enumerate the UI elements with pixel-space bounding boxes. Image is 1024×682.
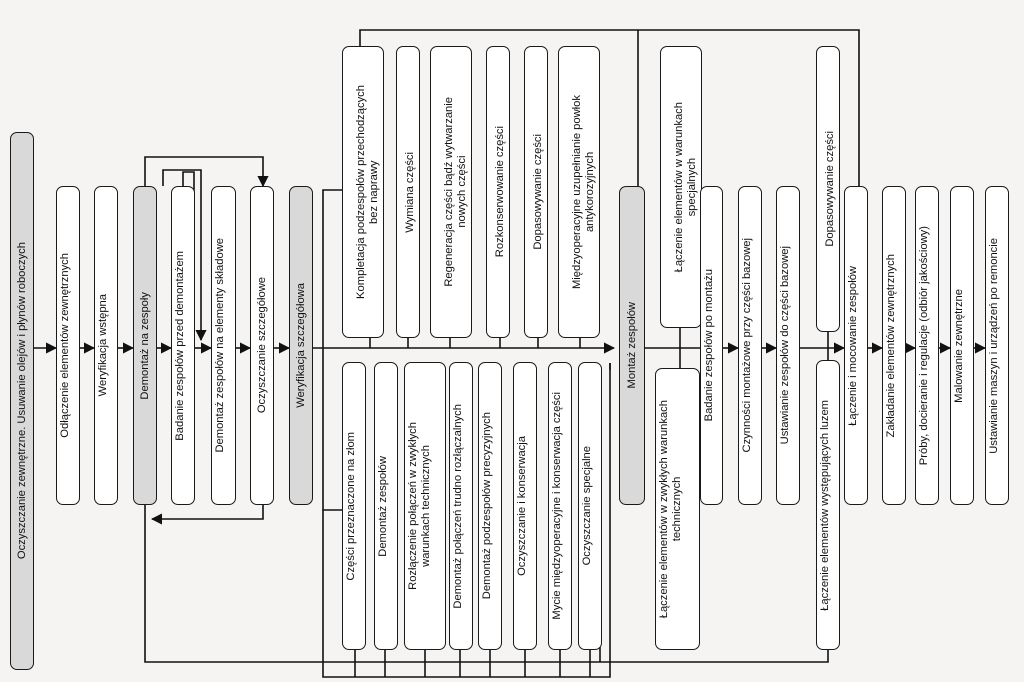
lower-precision-disassembly: Demontaż podzespołów precyzyjnych [478, 362, 502, 650]
step-label: Oczyszczanie specjalne [581, 446, 593, 566]
step-label: Łączenie elementów występujących luzem [819, 399, 831, 611]
bracket-line [322, 348, 342, 511]
loop-arrow [150, 505, 264, 525]
step-label: Łączenie elementów w zwykłych warunkach … [658, 399, 683, 619]
return-line [144, 505, 829, 663]
step-label: Mycie międzyoperacyjne i konserwacja czę… [551, 392, 563, 620]
step-label: Wymiana części [404, 151, 417, 233]
step-disassembly-elements: Demontaż zespołów na elementy składowe [211, 186, 236, 505]
step-label: Łączenie i mocowanie zespołów [847, 265, 859, 426]
loop-arrow [162, 169, 207, 342]
step-label: Rozkonserwowanie części [494, 126, 507, 258]
upper-parts-replacement: Wymiana części [396, 46, 420, 338]
step-unit-assembly: Montaż zespołów [619, 186, 645, 505]
step-label: Demontaż zespołów na elementy składowe [214, 238, 226, 453]
step-label: Regeneracja części bądź wytwarzanie nowy… [443, 97, 469, 287]
lower-hard-disconnection: Demontaż połączeń trudno rozłączalnych [449, 362, 473, 650]
step-label: Weryfikacja wstępna [97, 294, 109, 397]
lower-interoperational-washing: Mycie międzyoperacyjne i konserwacja czę… [548, 362, 572, 650]
step-label: Demontaż połączeń trudno rozłączalnych [452, 403, 464, 609]
lower-special-cleaning: Oczyszczanie specjalne [578, 362, 602, 650]
right-machine-setup: Ustawianie maszyn i urządzeń po remoncie [985, 186, 1009, 505]
step-label: Weryfikacja szczegółowa [294, 283, 307, 408]
step-label: Badanie zespołów przed demontażem [174, 250, 186, 441]
bracket-line [322, 363, 611, 678]
right-base-part-operations: Czynności montażowe przy części bazowej [738, 186, 762, 505]
step-label: Kompletacja podzespołów przechodzących b… [355, 85, 381, 299]
lower-scrap-parts: Części przeznaczone na złom [342, 362, 366, 650]
step-label: Demontaż podzespołów precyzyjnych [481, 412, 493, 600]
step-label: Odłączenie elementów zewnętrznych [59, 253, 71, 438]
right-fitting-parts: Dopasowywanie części [816, 46, 840, 332]
step-label: Międzyoperacyjne uzupełnianie powłok ant… [571, 94, 597, 290]
right-normal-joining: Łączenie elementów w zwykłych warunkach … [655, 368, 700, 650]
step-label: Czynności montażowe przy części bazowej [741, 238, 753, 453]
step-label: Montaż zespołów [625, 302, 638, 389]
step-label: Oczyszczanie i konserwacja [516, 436, 528, 576]
step-label: Zakładanie elementów zewnętrznych [885, 253, 897, 438]
step-label: Oczyszczanie szczegółowe [255, 277, 268, 414]
right-external-elements: Zakładanie elementów zewnętrznych [882, 186, 906, 505]
step-test-before-disassembly: Badanie zespołów przed demontażem [171, 186, 195, 505]
upper-regeneration: Regeneracja części bądź wytwarzanie nowy… [430, 46, 472, 338]
step-detailed-cleaning: Oczyszczanie szczegółowe [250, 186, 274, 505]
step-label: Części przeznaczone na złom [345, 431, 357, 581]
step-label: Ustawianie zespołów do części bazowej [779, 246, 791, 445]
lower-cleaning-conservation: Oczyszczanie i konserwacja [513, 362, 537, 650]
step-disassembly-units: Demontaż na zespoły [133, 186, 157, 505]
step-label: Demontaż zespołów [377, 455, 389, 557]
right-positioning-units: Ustawianie zespołów do części bazowej [776, 186, 800, 505]
right-special-joining: Łączenie elementów w warunkach specjalny… [660, 46, 702, 328]
loop-arrow [144, 156, 269, 188]
right-joining-units: Łączenie i mocowanie zespołów [844, 186, 868, 505]
step-label: Ustawianie maszyn i urządzeń po remoncie [988, 237, 1000, 454]
step-label: Dopasowywanie części [532, 134, 545, 250]
step-label: Demontaż na zespoły [138, 291, 151, 400]
upper-completion-subunits: Kompletacja podzespołów przechodzących b… [342, 46, 384, 338]
step-external-cleaning: Oczyszczanie zewnętrzne. Usuwanie olejów… [10, 132, 34, 670]
step-label: Oczyszczanie zewnętrzne. Usuwanie olejów… [15, 242, 28, 560]
upper-anticorrosion: Międzyoperacyjne uzupełnianie powłok ant… [558, 46, 600, 338]
right-loose-elements: Łączenie elementów występujących luzem [816, 360, 840, 650]
step-label: Rozłączenie połączeń w zwykłych warunkac… [407, 422, 432, 590]
bracket-line [322, 189, 342, 348]
upper-deconservation: Rozkonserwowanie części [486, 46, 510, 338]
lower-normal-disconnection: Rozłączenie połączeń w zwykłych warunkac… [404, 362, 446, 650]
step-initial-verification: Weryfikacja wstępna [94, 186, 118, 505]
step-label: Łączenie elementów w warunkach specjalny… [673, 101, 699, 273]
step-detailed-verification: Weryfikacja szczegółowa [289, 186, 313, 505]
upper-fitting-parts: Dopasowywanie części [524, 46, 548, 338]
step-label: Badanie zespołów po montażu [703, 269, 715, 422]
step-disconnect-external: Odłączenie elementów zewnętrznych [56, 186, 80, 505]
step-label: Próby, docieranie i regulacje (odbiór ja… [918, 225, 930, 466]
lower-units-disassembly: Demontaż zespołów [374, 362, 398, 650]
right-test-after-assembly: Badanie zespołów po montażu [700, 186, 723, 505]
right-tests-adjustment: Próby, docieranie i regulacje (odbiór ja… [915, 186, 939, 505]
step-label: Malowanie zewnętrzne [953, 288, 965, 403]
step-label: Dopasowywanie części [824, 131, 837, 247]
right-external-painting: Malowanie zewnętrzne [950, 186, 974, 505]
